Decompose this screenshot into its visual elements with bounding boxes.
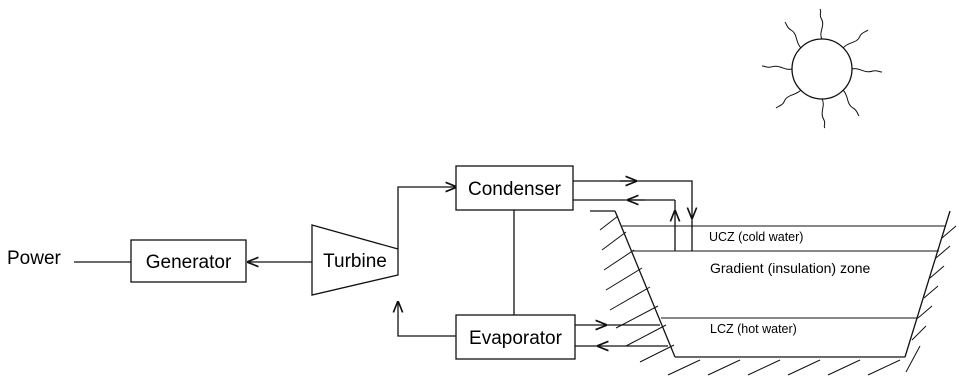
turbine-shape [311, 224, 399, 296]
evaporator-label: Evaporator [469, 328, 563, 349]
lcz-label: LCZ (hot water) [710, 322, 797, 336]
ucz-label: UCZ (cold water) [709, 230, 803, 244]
power-label: Power [7, 248, 62, 269]
evaporator-box [455, 314, 576, 360]
condenser-box [455, 165, 574, 211]
gradient-zone-label: Gradient (insulation) zone [710, 260, 871, 276]
turbine-condenser-pipe [397, 187, 456, 249]
generator-label: Generator [146, 252, 232, 273]
pond-embankment [590, 210, 957, 376]
turbine-label: Turbine [323, 251, 387, 272]
cold-water-outflow [573, 180, 692, 218]
sun-icon [761, 8, 883, 129]
evaporator-turbine-pipe [398, 302, 456, 337]
generator-box [130, 239, 247, 283]
condenser-label: Condenser [468, 179, 562, 200]
